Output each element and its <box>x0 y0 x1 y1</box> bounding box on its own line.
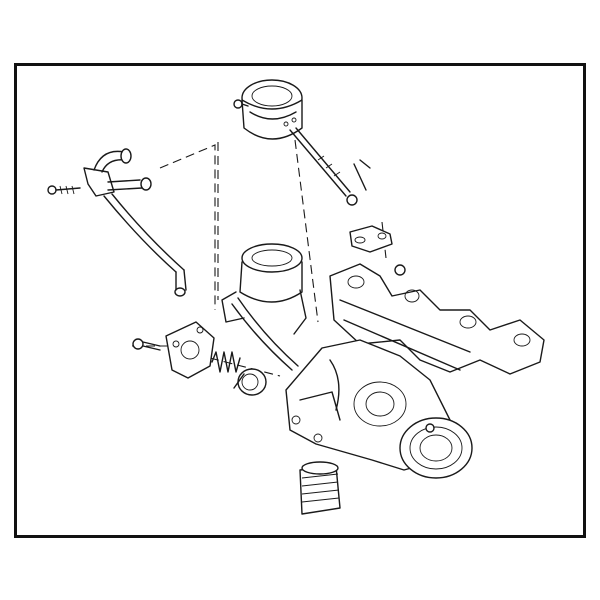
mounting-bracket <box>349 225 393 253</box>
outlet-elbow <box>165 321 215 379</box>
elbow-bolt <box>132 338 161 351</box>
actuator-rod <box>289 127 371 206</box>
check-valve <box>233 368 267 396</box>
spring <box>211 351 241 373</box>
turbocharger <box>285 339 473 515</box>
coolant-pipe-with-hoses <box>83 148 187 297</box>
exhaust-manifold <box>329 263 545 375</box>
pipe-bolt <box>47 185 81 195</box>
alignment-lines <box>132 139 387 377</box>
diagram-frame <box>14 63 586 538</box>
intake-hose-connector <box>221 243 307 371</box>
wastegate-actuator <box>233 79 303 140</box>
